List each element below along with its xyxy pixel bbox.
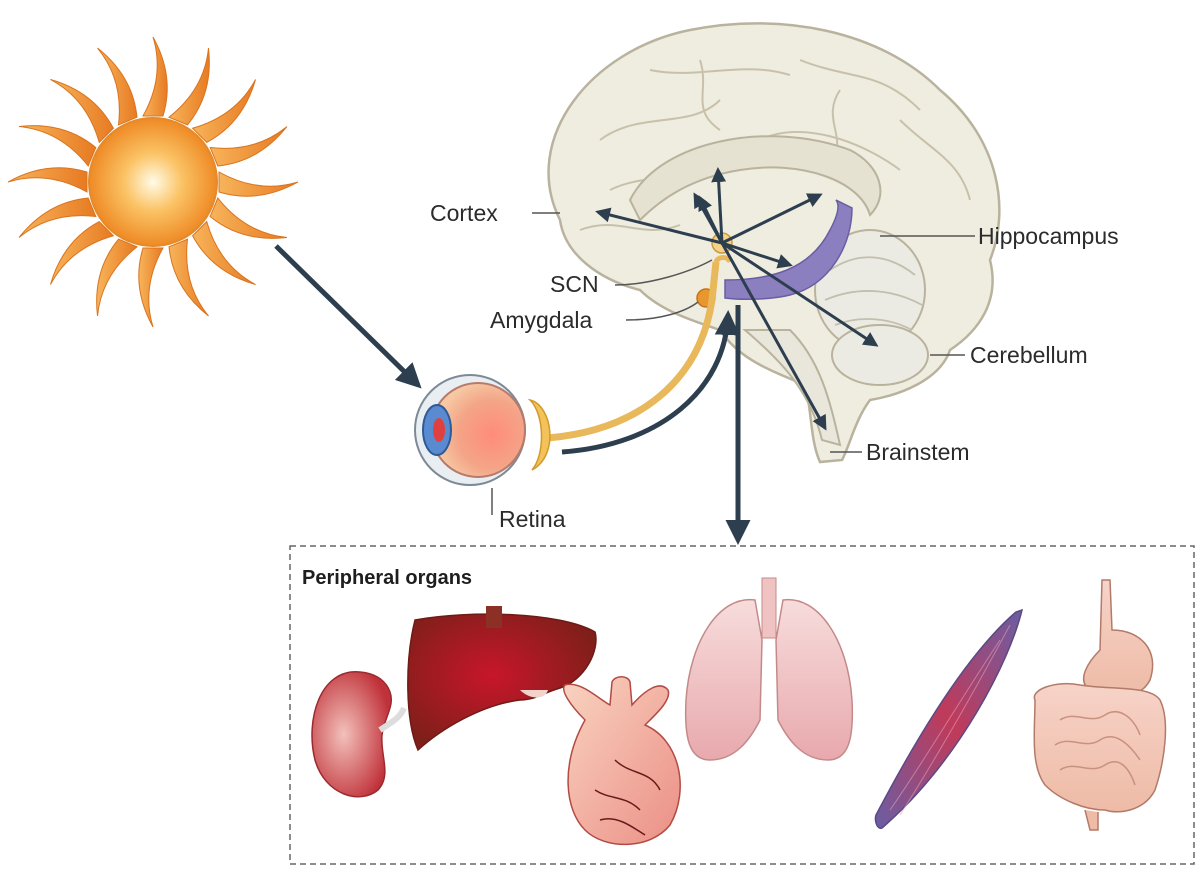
sun-ray bbox=[168, 238, 209, 317]
digestive-system-icon bbox=[1033, 579, 1167, 831]
sun-ray bbox=[50, 78, 115, 144]
sun-ray bbox=[191, 79, 257, 144]
sun-ray bbox=[7, 167, 88, 193]
sun-ray bbox=[97, 47, 138, 126]
scn-arrow bbox=[720, 242, 827, 431]
label-amygdala: Amygdala bbox=[490, 307, 592, 333]
label-cerebellum: Cerebellum bbox=[970, 342, 1088, 368]
sun-icon bbox=[7, 36, 299, 328]
kidney-icon bbox=[311, 671, 407, 798]
sun-ray bbox=[168, 47, 210, 126]
eye-icon bbox=[414, 374, 551, 486]
liver-icon bbox=[407, 606, 597, 752]
sun-ray bbox=[138, 247, 164, 328]
scn-arrow bbox=[595, 207, 723, 245]
label-scn: SCN bbox=[550, 271, 599, 297]
peripheral-organs-panel: Peripheral organs bbox=[289, 545, 1195, 865]
label-hippocampus: Hippocampus bbox=[978, 223, 1119, 249]
scn-arrow bbox=[711, 167, 727, 244]
hippocampus-region bbox=[724, 199, 853, 300]
label-retina: Retina bbox=[499, 506, 566, 532]
muscle-icon bbox=[874, 608, 1024, 830]
lungs-icon bbox=[684, 577, 854, 761]
sun-ray bbox=[209, 197, 288, 239]
scn-arrow bbox=[721, 241, 879, 347]
optic-nerve bbox=[547, 261, 720, 442]
peripheral-organs-title: Peripheral organs bbox=[302, 567, 472, 589]
sun-ray bbox=[142, 36, 168, 117]
scn-output-arrows bbox=[595, 167, 879, 431]
scn-arrow bbox=[721, 193, 823, 245]
label-leaders bbox=[491, 212, 975, 515]
scn-arrow bbox=[693, 192, 724, 244]
sun-ray bbox=[209, 126, 288, 167]
light-input-arrow bbox=[274, 244, 422, 389]
sun-ray bbox=[18, 125, 97, 167]
sun-ray bbox=[49, 220, 115, 285]
sun-ray bbox=[218, 171, 299, 197]
scn-arrow bbox=[721, 241, 793, 269]
heart-icon bbox=[563, 676, 681, 846]
retinal-projection-arrow bbox=[561, 310, 740, 455]
sun-ray bbox=[191, 220, 256, 286]
brain-illustration bbox=[547, 22, 1001, 464]
label-cortex: Cortex bbox=[430, 200, 498, 226]
sun-ray bbox=[96, 238, 138, 317]
label-brainstem: Brainstem bbox=[866, 439, 970, 465]
sun-ray bbox=[18, 197, 97, 238]
